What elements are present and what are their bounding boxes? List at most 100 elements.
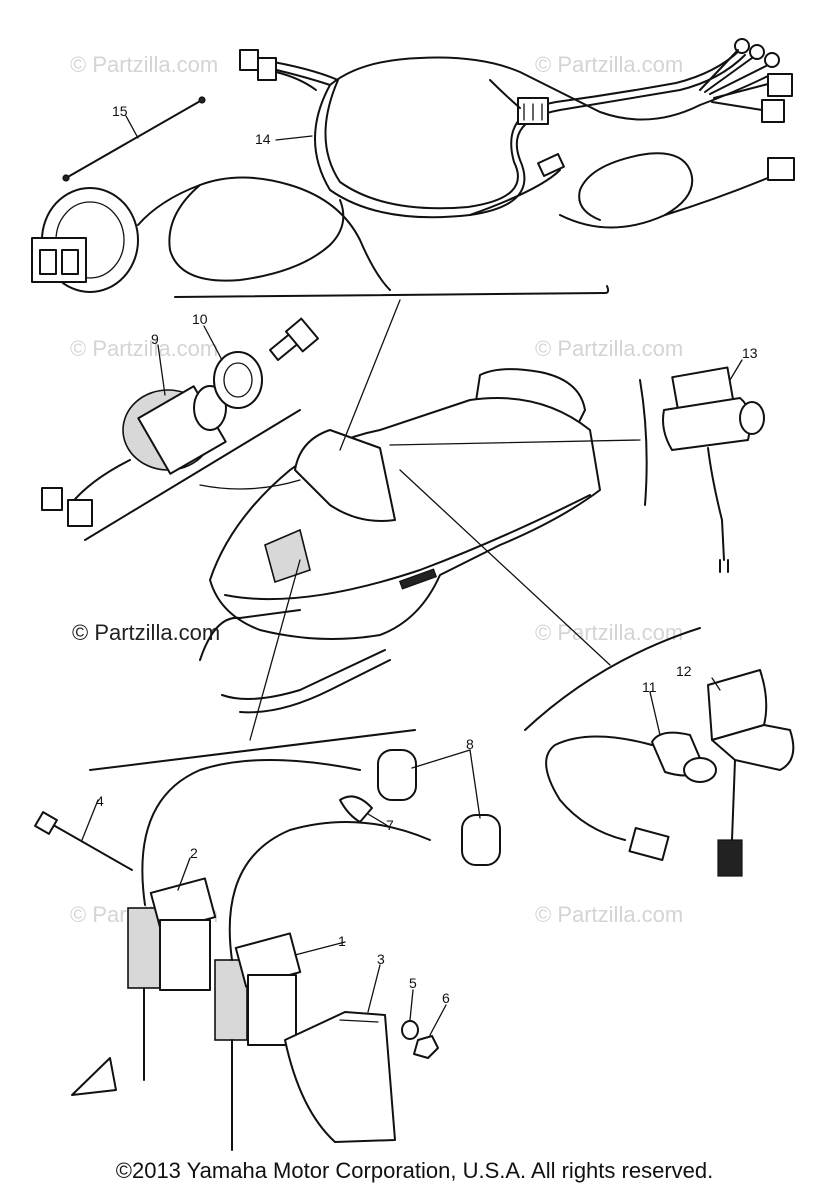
wire-end-15a — [62, 174, 70, 182]
key-cylinder-hole — [223, 362, 253, 398]
callout-7: 7 — [386, 817, 394, 833]
nut — [413, 1035, 439, 1059]
coil-1-body — [247, 974, 297, 1046]
wire-part-15 — [65, 99, 203, 179]
plug-cap-lower — [461, 814, 501, 866]
main-switch-connector-b — [67, 499, 93, 527]
switch-12-cable — [731, 759, 736, 841]
switch-11-cable — [545, 735, 653, 841]
wire-harness-group — [31, 38, 795, 298]
switch-12-clamp — [711, 724, 795, 771]
leader-6 — [429, 1004, 447, 1036]
leader-8a — [411, 749, 471, 769]
leader-to-harness — [339, 299, 401, 451]
harness-lead-center — [489, 79, 521, 109]
switch-13-cable — [707, 447, 725, 561]
watermark-top-left: © Partzilla.com — [70, 52, 218, 77]
switch-11-connector — [628, 827, 670, 861]
main-switch-connector-a — [41, 487, 63, 511]
leader-1 — [294, 941, 346, 956]
leader-9 — [157, 344, 166, 396]
leader-15 — [125, 115, 139, 139]
callout-13: 13 — [742, 345, 758, 361]
switch-13-group — [639, 359, 765, 573]
callout-12: 12 — [676, 663, 692, 679]
callout-6: 6 — [442, 990, 450, 1006]
ski-right-runner — [239, 659, 391, 714]
washer — [401, 1020, 419, 1040]
callout-2: 2 — [190, 845, 198, 861]
leader-to-13 — [389, 439, 641, 446]
coil-1-lead — [228, 821, 431, 961]
leader-to-ignition — [249, 559, 301, 741]
group-bracket-ignition — [89, 729, 416, 771]
leader-8b — [469, 749, 481, 819]
copyright-notice: ©2013 Yamaha Motor Corporation, U.S.A. A… — [115, 1158, 714, 1183]
socket-cable-loop — [168, 184, 345, 282]
harness-connector-lower-right — [767, 157, 795, 181]
callouts: 1 2 3 4 5 6 7 8 9 10 11 12 13 14 15 — [96, 103, 758, 1006]
snowmobile — [199, 299, 641, 741]
forward-arrow-mark — [71, 1057, 117, 1096]
harness-connector-right-b — [761, 99, 785, 123]
watermark-bottom-right: © Partzilla.com — [535, 902, 683, 927]
bolt-shaft — [47, 821, 133, 871]
bolt-head — [34, 811, 58, 835]
harness-branch-right — [329, 56, 771, 121]
callout-4: 4 — [96, 793, 104, 809]
callout-11: 11 — [642, 679, 657, 695]
ski-right — [221, 649, 386, 700]
harness-branch-plug — [469, 169, 561, 216]
key-head — [284, 317, 320, 353]
switch-13-bore — [739, 401, 765, 435]
group-bracket-top — [174, 285, 610, 298]
leader-11 — [649, 691, 661, 736]
switch-11-12-group — [524, 627, 795, 877]
harness-fan-leads — [699, 49, 769, 111]
switch-11-knob — [683, 757, 717, 783]
leader-13 — [729, 359, 743, 381]
callout-14: 14 — [255, 131, 271, 147]
harness-connector-top-left-b — [257, 57, 277, 81]
coil-bracket-tab — [339, 1019, 379, 1023]
snowmobile-windshield — [294, 429, 396, 522]
socket-cable — [137, 176, 391, 291]
snowmobile-badge — [398, 568, 438, 590]
watermark-top-right: © Partzilla.com — [535, 52, 683, 77]
harness-loop-main-inner — [261, 49, 741, 210]
snowmobile-console — [264, 528, 311, 584]
harness-branch-lower-right — [664, 174, 776, 216]
snowmobile-side-line — [224, 494, 591, 601]
wire-end-15b — [198, 96, 206, 104]
leader-7 — [367, 813, 389, 827]
harness-connector-right-a — [767, 73, 793, 97]
harness-loop-main — [254, 54, 746, 219]
callout-10: 10 — [192, 311, 208, 327]
leader-5 — [409, 989, 414, 1021]
switch-13-clamp — [662, 397, 752, 451]
socket-pin-right — [61, 249, 79, 275]
leader-2 — [177, 857, 191, 891]
coil-2-body — [159, 919, 211, 991]
harness-connector-top-left-a — [239, 49, 259, 71]
leader-to-11-12 — [399, 469, 611, 666]
leader-14 — [275, 135, 313, 141]
leader-12 — [711, 677, 721, 691]
callout-3: 3 — [377, 951, 385, 967]
main-switch-group — [41, 317, 320, 541]
leader-3 — [367, 964, 381, 1013]
clip — [339, 795, 373, 823]
callout-1: 1 — [338, 933, 346, 949]
coil-2-barrel — [127, 907, 161, 989]
watermark-mid-right: © Partzilla.com — [535, 336, 683, 361]
callout-15: 15 — [112, 103, 128, 119]
harness-lead-top-left — [275, 71, 317, 91]
harness-plug — [537, 153, 565, 177]
main-switch-cable — [69, 459, 131, 506]
group-bracket-switch — [84, 409, 301, 541]
callout-8: 8 — [466, 736, 474, 752]
leader-10 — [203, 325, 223, 361]
coil-2-lead — [141, 759, 361, 906]
callout-5: 5 — [409, 975, 417, 991]
